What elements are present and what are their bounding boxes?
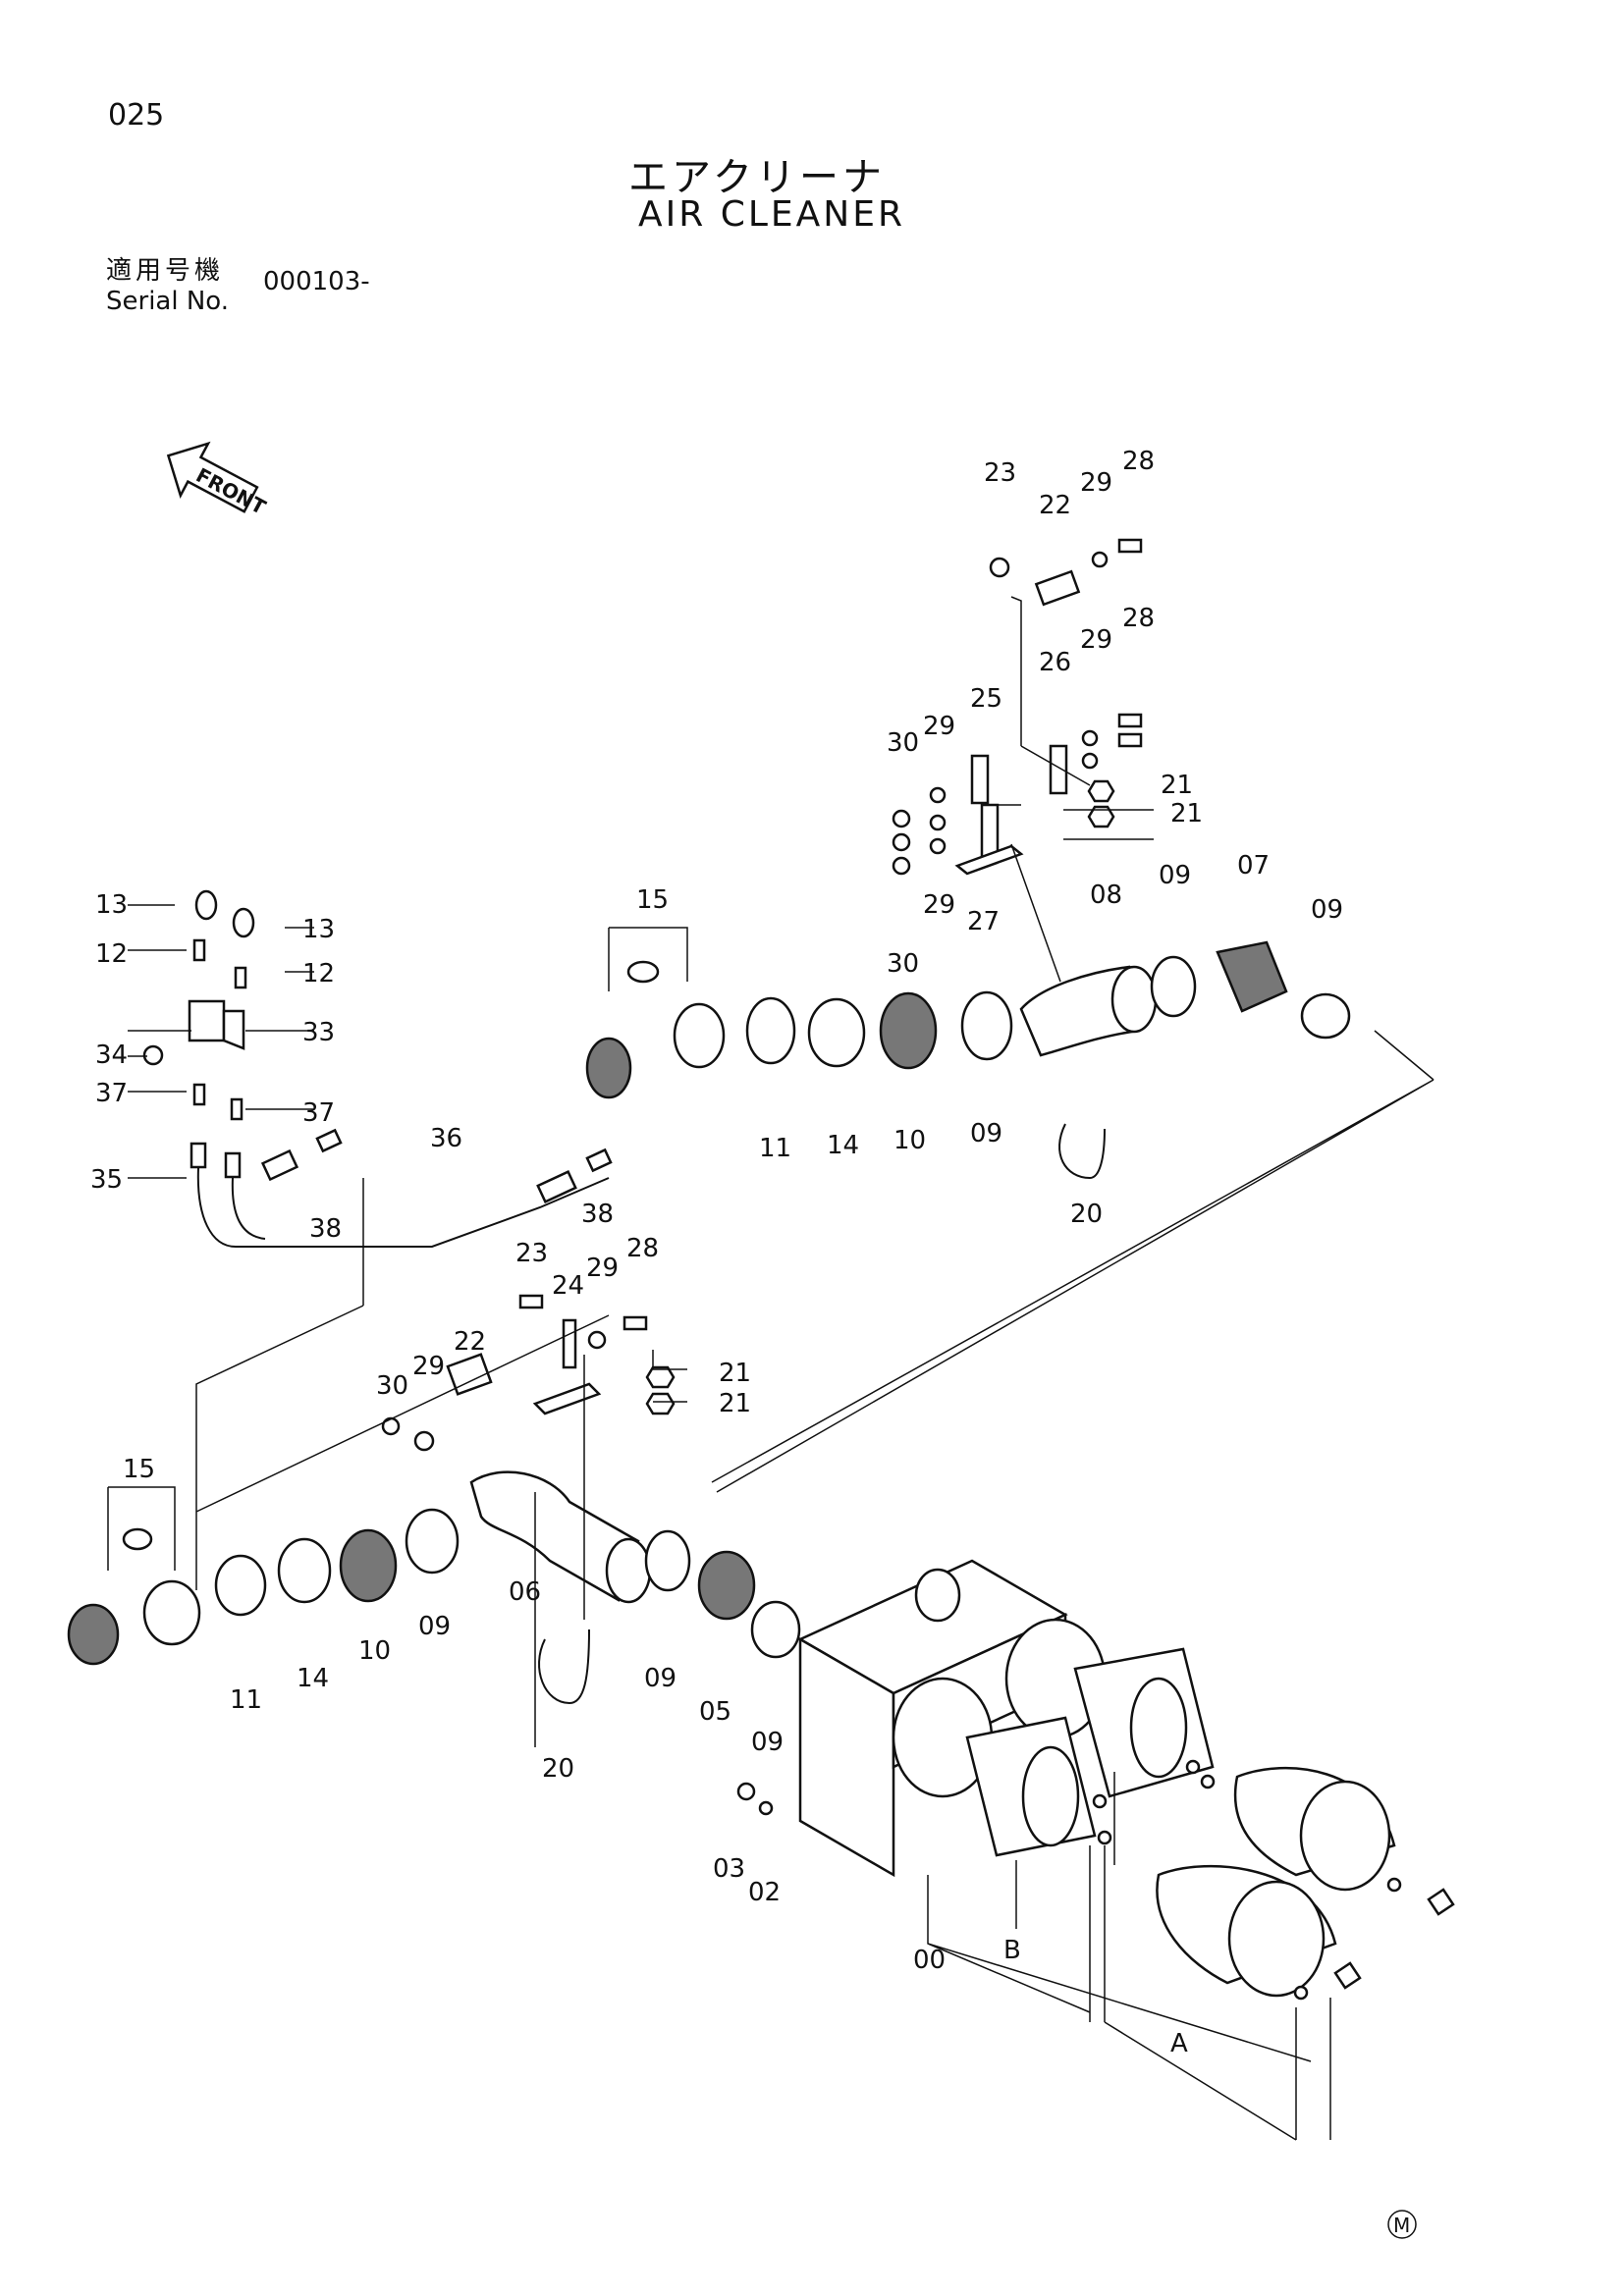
callout-label: 25 xyxy=(970,684,1002,714)
callout-label: 37 xyxy=(302,1098,335,1128)
grease-fittings xyxy=(142,889,613,1248)
callout-label: 30 xyxy=(887,728,919,758)
upper-bracket-assembly xyxy=(892,538,1143,983)
callout-label: 30 xyxy=(887,949,919,979)
callout-label: 20 xyxy=(542,1754,574,1784)
callout-label: 14 xyxy=(297,1664,329,1693)
air-cleaner-housing xyxy=(736,1559,1455,2001)
callout-label: 15 xyxy=(636,885,669,915)
callout-label: 29 xyxy=(1080,468,1112,498)
callout-label: 20 xyxy=(1070,1200,1103,1229)
callout-label: 26 xyxy=(1039,648,1071,677)
serial-label-english: Serial No. xyxy=(106,287,229,316)
title-english: AIR CLEANER xyxy=(638,194,905,235)
callout-label: 33 xyxy=(302,1018,335,1047)
callout-label: 08 xyxy=(1090,881,1122,910)
callout-label: 22 xyxy=(1039,491,1071,520)
callout-label: 13 xyxy=(95,890,128,920)
callout-label: 21 xyxy=(719,1389,751,1418)
callout-labels: 23 22 29 28 26 29 28 25 29 30 21 21 27 2… xyxy=(90,447,1343,2058)
leader-lines xyxy=(107,804,1435,2141)
callout-label: 00 xyxy=(913,1946,946,1975)
lower-intake-assembly xyxy=(67,1294,801,1705)
serial-number-value: 000103- xyxy=(263,267,370,296)
callout-label: 12 xyxy=(95,939,128,969)
callout-label: 30 xyxy=(376,1371,408,1401)
callout-label: 11 xyxy=(759,1134,791,1163)
callout-label: 09 xyxy=(644,1664,677,1693)
callout-label: 28 xyxy=(1122,447,1155,476)
callout-label: 29 xyxy=(923,890,955,920)
callout-label: 05 xyxy=(699,1697,731,1727)
callout-label: 22 xyxy=(454,1327,486,1357)
callout-label: 28 xyxy=(626,1234,659,1263)
callout-label: 38 xyxy=(309,1214,342,1244)
callout-label: 21 xyxy=(1161,771,1193,800)
callout-label: 09 xyxy=(1311,895,1343,925)
callout-label: A xyxy=(1170,2029,1188,2058)
callout-label: 29 xyxy=(586,1254,619,1283)
callout-label: 36 xyxy=(430,1124,462,1153)
callout-label: 28 xyxy=(1122,604,1155,633)
callout-label: 29 xyxy=(412,1352,445,1381)
callout-label: 09 xyxy=(970,1119,1002,1148)
footer-symbol-letter: M xyxy=(1393,2214,1410,2237)
callout-label: 09 xyxy=(418,1612,451,1641)
page-number: 025 xyxy=(108,98,165,133)
callout-label: 11 xyxy=(230,1685,262,1715)
callout-label: 23 xyxy=(515,1239,548,1268)
callout-label: B xyxy=(1003,1936,1021,1965)
callout-label: 15 xyxy=(123,1455,155,1484)
callout-label: 06 xyxy=(509,1577,541,1607)
serial-label-japanese: 適用号機 xyxy=(106,256,225,286)
callout-label: 14 xyxy=(827,1131,859,1160)
callout-label: 23 xyxy=(984,458,1016,488)
callout-label: 24 xyxy=(552,1271,584,1301)
callout-label: 10 xyxy=(358,1636,391,1666)
callout-label: 02 xyxy=(748,1878,781,1907)
callout-label: 09 xyxy=(751,1728,784,1757)
callout-label: 38 xyxy=(581,1200,614,1229)
callout-label: 29 xyxy=(923,712,955,741)
upper-intake-assembly xyxy=(585,940,1351,1180)
callout-label: 35 xyxy=(90,1165,123,1195)
callout-label: 09 xyxy=(1159,861,1191,890)
callout-label: 21 xyxy=(719,1359,751,1388)
callout-label: 27 xyxy=(967,907,1000,936)
callout-label: 21 xyxy=(1170,799,1203,828)
callout-label: 34 xyxy=(95,1041,128,1070)
callout-label: 10 xyxy=(893,1126,926,1155)
callout-label: 37 xyxy=(95,1079,128,1108)
callout-label: 29 xyxy=(1080,625,1112,655)
callout-label: 13 xyxy=(302,915,335,944)
callout-label: 07 xyxy=(1237,851,1270,881)
title-japanese: エアクリーナ xyxy=(628,155,886,200)
callout-label: 03 xyxy=(713,1854,745,1884)
callout-label: 12 xyxy=(302,959,335,988)
front-arrow-icon: FRONT xyxy=(166,441,270,519)
footer-symbol: M xyxy=(1387,2210,1417,2239)
